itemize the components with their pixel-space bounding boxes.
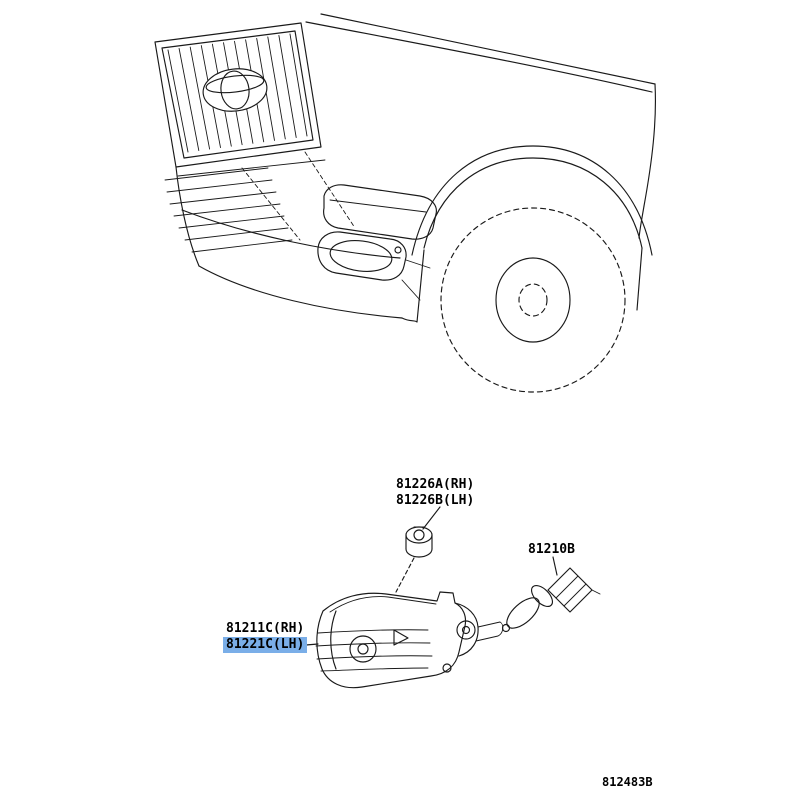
vehicle-wheel-arch <box>411 145 653 323</box>
toyota-emblem-icon <box>202 68 268 112</box>
exploded-housing-drawing <box>315 591 504 689</box>
part-number-bulb[interactable]: 81210B <box>528 542 575 557</box>
vehicle-headlamp-sketch <box>323 184 437 240</box>
vehicle-body-lines <box>305 13 657 239</box>
vehicle-bumper <box>164 151 418 323</box>
label-fog-lamp-socket: 81226A(RH) 81226B(LH) <box>396 477 474 509</box>
label-fog-lamp-assembly: 81211C(RH) 81221C(LH) <box>223 621 308 653</box>
vehicle-wheel <box>440 207 626 393</box>
part-number-socket-rh[interactable]: 81226A(RH) <box>396 477 475 492</box>
part-number-fog-lamp-lh[interactable]: 81221C(LH) <box>223 637 308 653</box>
diagram-code: 812483B <box>602 775 653 789</box>
vehicle-grille <box>154 22 326 177</box>
exploded-bulb-drawing <box>501 567 601 633</box>
vehicle-fog-lamp-location <box>317 231 431 301</box>
part-number-fog-lamp-rh[interactable]: 81211C(RH) <box>226 621 305 636</box>
exploded-socket-drawing <box>405 526 433 558</box>
part-number-socket-lh[interactable]: 81226B(LH) <box>396 493 475 508</box>
label-fog-lamp-bulb: 81210B <box>528 542 575 558</box>
leader-lines <box>305 506 558 646</box>
